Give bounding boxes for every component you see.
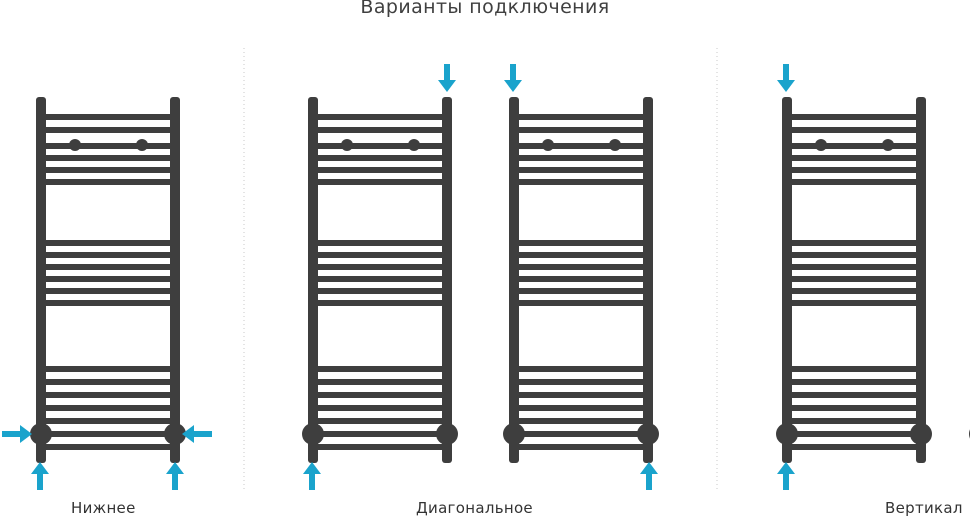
arrow-icon (31, 462, 49, 490)
towel-rail-vertical (776, 97, 932, 463)
caption-vertical: Вертикал (885, 499, 963, 517)
caption-diagonal: Диагональное (416, 499, 533, 517)
caption-bottom: Нижнее (71, 499, 136, 517)
page-title: Варианты подключения (360, 0, 610, 18)
arrow-icon (777, 462, 795, 490)
arrow-icon (182, 425, 212, 443)
arrow-icon (2, 425, 32, 443)
arrow-icon (303, 462, 321, 490)
arrow-icon (438, 64, 456, 92)
arrow-icon (777, 64, 795, 92)
towel-rail-diagonal-a (302, 97, 458, 463)
arrow-icon (166, 462, 184, 490)
arrow-icon (640, 462, 658, 490)
towel-rail-diagonal-b (503, 97, 659, 463)
arrow-icon (504, 64, 522, 92)
towel-rail-bottom (30, 97, 186, 463)
